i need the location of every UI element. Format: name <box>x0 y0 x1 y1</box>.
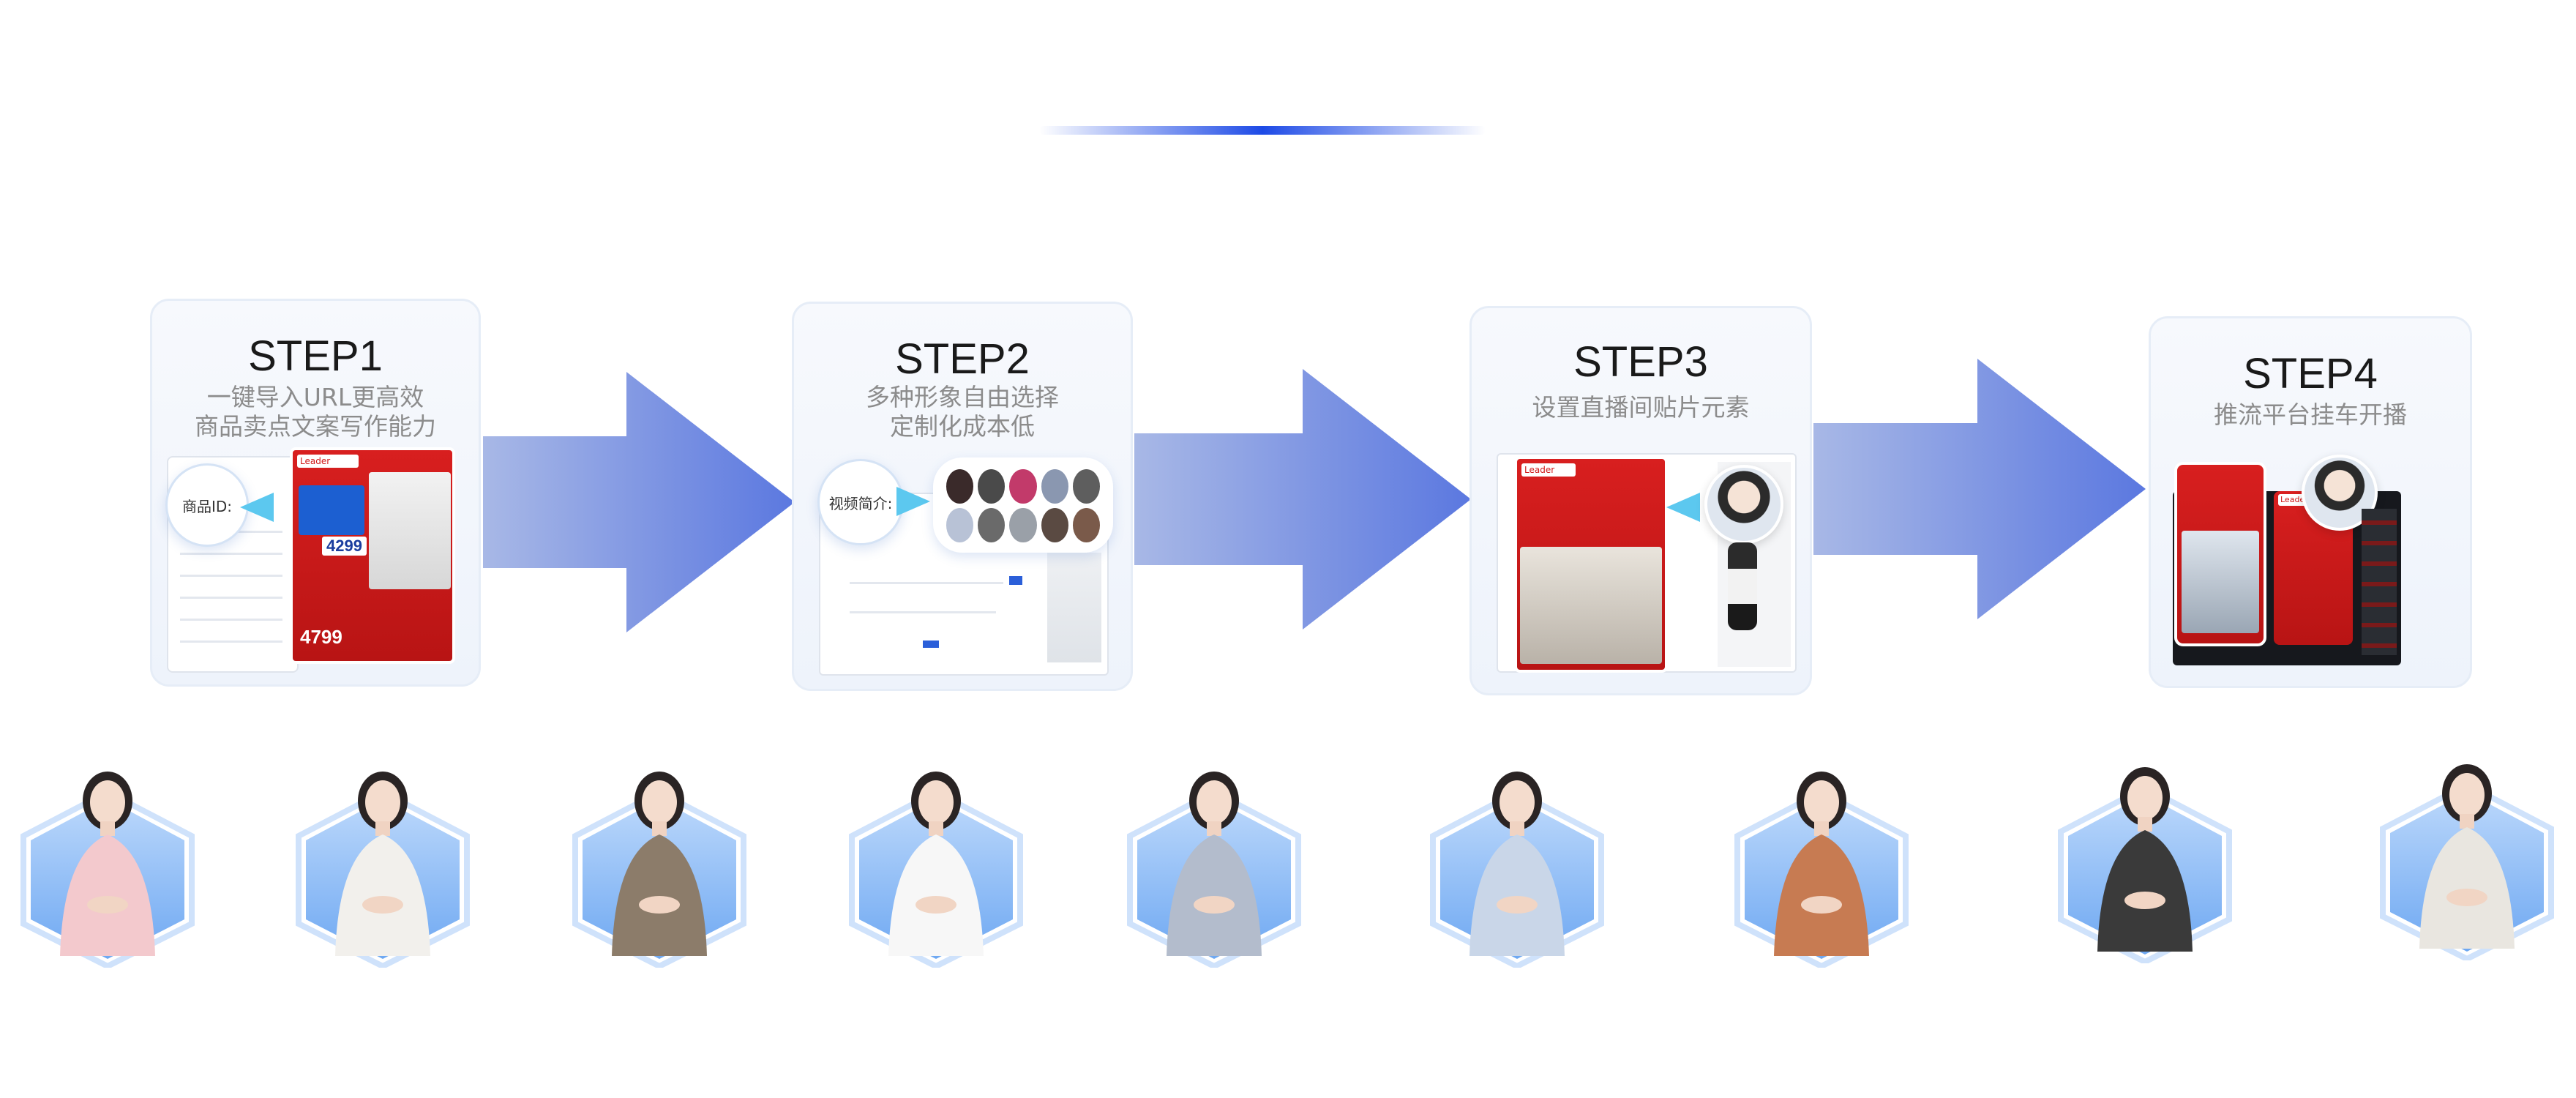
avatar-face <box>642 780 677 824</box>
avatar-hands <box>1497 896 1538 914</box>
step3-live-poster: Leader <box>1514 456 1668 673</box>
step1-fridge-image <box>369 472 451 589</box>
avatar-neck <box>2138 817 2152 832</box>
avatar-face <box>2449 773 2485 817</box>
step2-bubble-label: 视频简介: <box>828 494 893 512</box>
step1-price-bottom: 4799 <box>300 626 342 648</box>
step1-subtitle-line2: 商品卖点文案写作能力 <box>195 412 436 441</box>
step1-price-main: 4299 <box>322 537 367 556</box>
avatar-face <box>1197 780 1232 824</box>
avatar-body <box>612 834 707 956</box>
avatar-hands <box>1194 896 1235 914</box>
avatar-presenter-light-blue <box>1430 772 1604 968</box>
step4-phone-preview-left <box>2174 462 2266 646</box>
step1-product-poster: Leader 4299 4799 <box>290 447 455 664</box>
avatar-hands <box>2446 889 2487 906</box>
step1-subtitle-line1: 一键导入URL更高效 <box>206 383 424 411</box>
step1-id-bubble: 商品ID: <box>165 463 249 547</box>
step2-title: STEP2 <box>895 335 1030 383</box>
avatar-body <box>1167 834 1262 956</box>
avatar-hands <box>639 896 680 914</box>
avatar-neck <box>2460 814 2474 829</box>
avatar-hands <box>916 896 956 914</box>
step1-title: STEP1 <box>248 332 383 380</box>
avatar-body <box>1469 834 1565 956</box>
step3-card: STEP3 设置直播间贴片元素 Leader <box>1469 306 1812 695</box>
step3-live-scene <box>1520 547 1662 664</box>
step1-to-step2-arrow-icon <box>483 372 795 632</box>
step2-avatar-grid <box>933 458 1113 553</box>
avatar-presenter-pink-cardigan <box>20 772 195 968</box>
avatar-body <box>2097 830 2193 952</box>
step2-subtitle-line2: 定制化成本低 <box>890 412 1035 441</box>
avatar-face <box>1499 780 1535 824</box>
step2-pointer-arrow-icon <box>896 487 930 516</box>
step4-product-list <box>2362 509 2397 655</box>
avatar-neck <box>1510 821 1524 836</box>
avatar-neck <box>375 821 390 836</box>
step4-title: STEP4 <box>2243 350 2378 397</box>
step3-brand-tag: Leader <box>1521 463 1576 477</box>
avatar-body <box>335 834 430 956</box>
avatar-presenter-white-sweater <box>296 772 470 968</box>
avatar-neck <box>100 821 115 836</box>
step2-card: STEP2 多种形象自由选择 定制化成本低 视频简介: <box>792 302 1133 691</box>
step4-subtitle: 推流平台挂车开播 <box>2214 400 2407 429</box>
step3-to-step4-arrow-icon <box>1813 359 2146 619</box>
avatar-body <box>60 834 155 956</box>
avatar-neck <box>929 821 943 836</box>
avatar-presenter-grey-cardigan <box>1127 772 1301 968</box>
avatar-hands <box>2124 892 2165 909</box>
avatar-presenter-houndstooth <box>2058 767 2232 963</box>
step2-to-step3-arrow-icon <box>1134 369 1471 630</box>
step2-intro-bubble: 视频简介: <box>817 459 904 545</box>
avatar-body <box>888 834 984 956</box>
step1-brand-tag: Leader <box>297 455 359 468</box>
step3-title: STEP3 <box>1573 338 1708 386</box>
step1-card: STEP1 一键导入URL更高效 商品卖点文案写作能力 商品ID: Leader… <box>150 299 481 687</box>
avatar-face <box>365 780 400 824</box>
avatar-face <box>90 780 125 824</box>
title-underline <box>1039 126 1486 135</box>
avatar-neck <box>1207 821 1221 836</box>
step3-presenter-standing <box>1728 542 1757 630</box>
step2-subtitle-line1: 多种形象自由选择 <box>866 383 1059 411</box>
step3-presenter-thumb <box>1704 465 1783 544</box>
avatar-hands <box>362 896 403 914</box>
avatar-body <box>2419 827 2515 949</box>
avatar-neck <box>652 821 667 836</box>
avatar-presenter-white-jacket <box>849 772 1023 968</box>
avatar-hands <box>87 896 128 914</box>
step1-pointer-arrow-icon <box>240 493 274 522</box>
avatar-presenter-orange-plaid <box>1734 772 1909 968</box>
step1-promo-block <box>299 485 364 535</box>
avatar-presenter-tie-vest <box>2380 764 2554 960</box>
avatar-body <box>1774 834 1869 956</box>
step4-card: STEP4 推流平台挂车开播 Leader <box>2149 316 2472 688</box>
avatar-neck <box>1814 821 1829 836</box>
step3-pointer-arrow-icon <box>1666 493 1700 522</box>
avatar-hands <box>1801 896 1842 914</box>
step3-subtitle: 设置直播间贴片元素 <box>1532 393 1750 422</box>
avatar-face <box>1804 780 1839 824</box>
avatar-face <box>2127 776 2163 820</box>
avatar-presenter-olive-top <box>572 772 746 968</box>
avatar-face <box>918 780 954 824</box>
step1-bubble-label: 商品ID: <box>181 497 233 515</box>
